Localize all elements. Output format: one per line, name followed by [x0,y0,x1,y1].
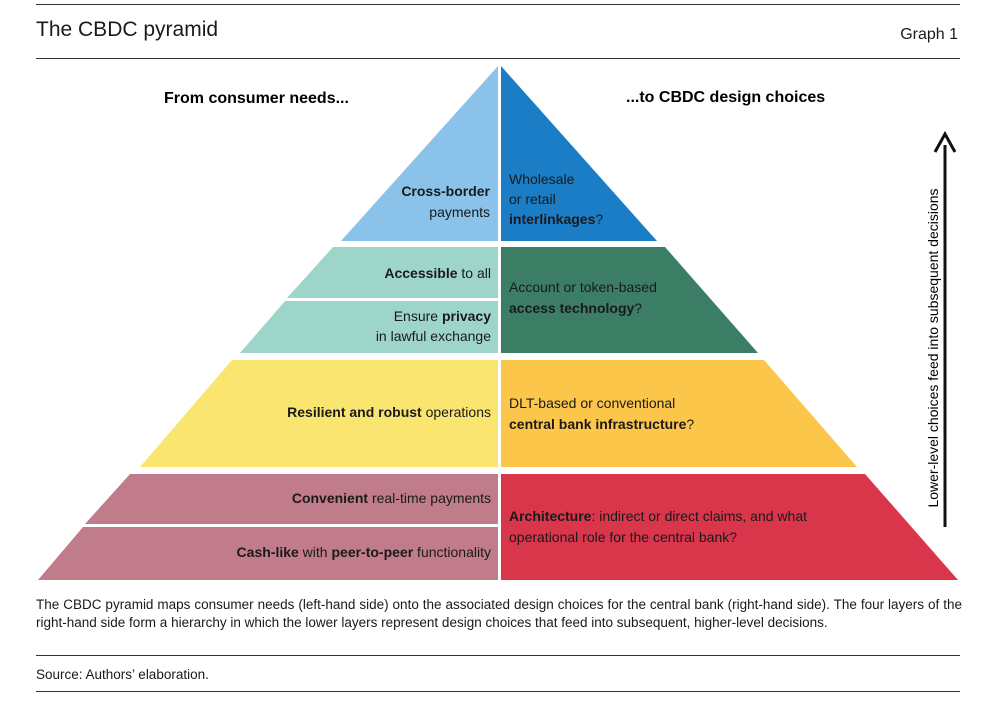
top-rule [36,4,960,5]
title-rule [36,58,960,59]
source-note: Source: Authors’ elaboration. [36,667,209,682]
top-right-segment [501,66,657,241]
second-left-lower-segment [240,301,498,353]
figure-title: The CBDC pyramid [36,18,219,41]
second-right-segment [501,247,758,353]
label-resilient-robust: Resilient and robust operations [287,404,491,420]
upward-arrow-head-icon [933,130,957,153]
label-convenient-real-time: Convenient real-time payments [292,490,491,506]
caption-rule [36,655,960,656]
label-cash-like-p2p: Cash-like with peer-to-peer functionalit… [237,544,491,560]
label-accessible-to-all: Accessible to all [384,265,491,281]
arrow-label: Lower-level choices feed into subsequent… [925,188,941,507]
base-left-lower-segment [38,527,498,580]
left-heading: From consumer needs... [164,90,349,107]
third-left-segment [140,360,498,467]
base-right-segment [501,474,958,580]
label-architecture: Architecture: indirect or direct claims,… [509,508,807,545]
bottom-rule [36,691,960,692]
base-left-upper-segment [85,474,498,524]
second-left-upper-segment [287,247,498,298]
top-left-segment [341,66,498,241]
third-right-segment [501,360,857,467]
right-heading: ...to CBDC design choices [626,89,825,106]
graph-number: Graph 1 [900,26,958,43]
cbdc-pyramid-diagram: From consumer needs... ...to CBDC design… [38,66,958,580]
figure-caption: The CBDC pyramid maps consumer needs (le… [36,597,962,630]
